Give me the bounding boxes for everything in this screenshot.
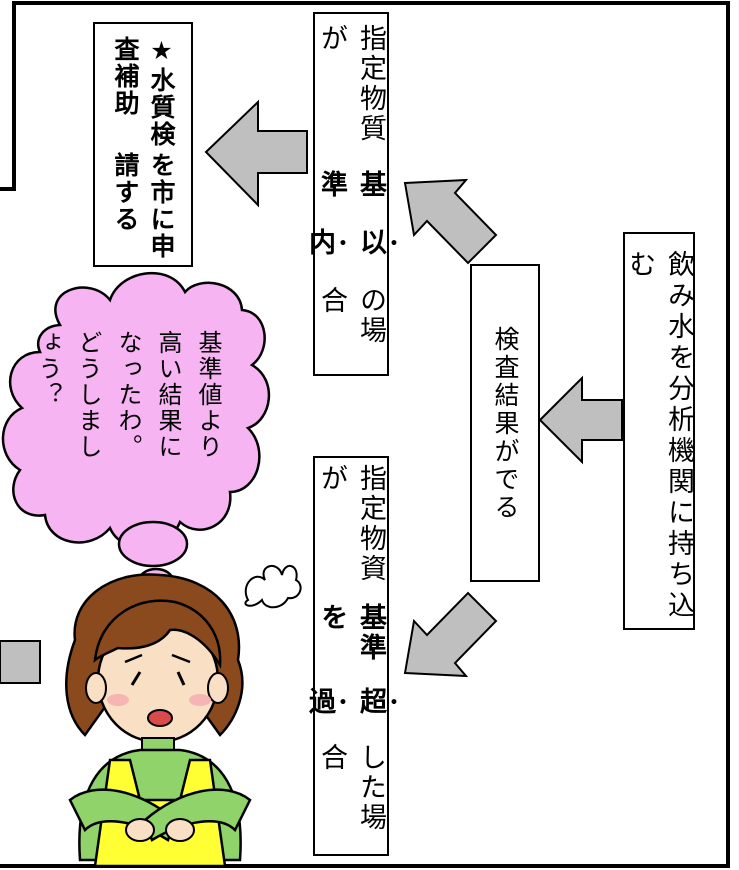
mouth — [147, 709, 173, 727]
eyebrow-right — [171, 653, 191, 664]
arrow-to-result — [538, 375, 623, 465]
thought-bubble-text: 基準値より 高い結果に なったわ。 どうしまし ょう？ — [28, 330, 228, 500]
hair-bangs — [93, 599, 222, 670]
exceed-text-d: した場合 — [316, 742, 386, 833]
speech-line2: 高い結果に — [154, 330, 182, 460]
eyebrow-left — [124, 653, 143, 664]
blush-left — [107, 694, 129, 706]
hand-right — [125, 818, 155, 842]
speech-line1: 基準値より — [194, 330, 222, 460]
eye-left — [130, 671, 142, 686]
ear-left — [85, 672, 107, 704]
within-text-a: 指定物質が — [316, 24, 386, 144]
apply-line1: ★水質検査補助 — [111, 36, 176, 148]
box-apply: ★水質検査補助 を市に申請する — [93, 22, 193, 267]
box-exceed: 指定物資が基準を超過した場合 — [304, 456, 389, 856]
within-text-c: 以内 — [304, 228, 386, 259]
exceed-text-a: 指定物資が — [316, 464, 386, 584]
box-within: 指定物質が基準以内の場合 — [304, 12, 389, 376]
box-result: 検査結果がでる — [470, 264, 540, 582]
ear-right — [207, 672, 229, 704]
within-text-b: 基準 — [316, 169, 386, 200]
thought-cloud — [1, 271, 270, 549]
exceed-text-b: 基準を — [316, 603, 386, 664]
box-result-text: 検査結果がでる — [491, 326, 520, 522]
arrow-to-apply — [204, 99, 308, 208]
speech-line4: どうしまし — [74, 330, 102, 460]
apply-line2: を市に申請する — [111, 151, 176, 260]
speech-line3: なったわ。 — [114, 330, 142, 460]
thought-dot-1 — [117, 520, 189, 568]
hand-left — [165, 818, 195, 842]
speech-line5: ょう？ — [34, 330, 62, 408]
worry-scribble — [244, 565, 302, 609]
blush-right — [189, 694, 211, 706]
eye-right — [176, 671, 186, 686]
exceed-text-c: 超過 — [304, 686, 386, 717]
box-bring-water: 飲み水を分析機関に持ち込む — [623, 232, 695, 630]
arrow-partial-left — [0, 640, 41, 684]
arrow-to-within — [403, 178, 498, 265]
box-bring-water-text: 飲み水を分析機関に持ち込む — [624, 250, 694, 622]
arrow-to-exceed — [403, 591, 498, 678]
within-text-d: の場合 — [316, 286, 386, 347]
